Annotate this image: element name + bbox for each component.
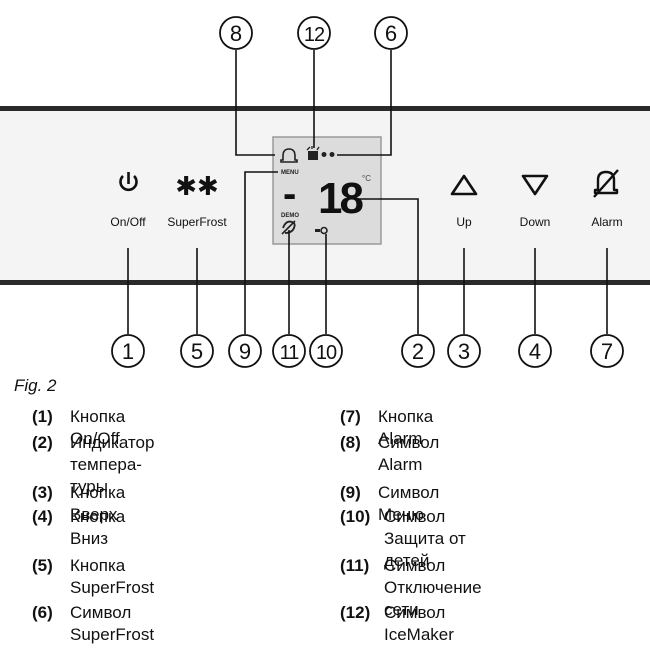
power-off-symbol-icon bbox=[281, 220, 296, 235]
callout-12: 12 bbox=[297, 16, 331, 50]
callout-7: 7 bbox=[590, 334, 624, 368]
svg-text:12: 12 bbox=[304, 24, 325, 46]
superfrost-symbol-icon bbox=[321, 152, 335, 157]
legend-item-6: (6)Символ SuperFrost bbox=[32, 603, 155, 644]
snowflake-pair-icon: ✱✱ bbox=[175, 171, 219, 201]
down-label: Down bbox=[520, 215, 551, 229]
legend-item-9: (9)Символ Меню bbox=[340, 483, 440, 524]
triangle-up-icon bbox=[450, 174, 478, 196]
callout-3: 3 bbox=[447, 334, 481, 368]
svg-text:7: 7 bbox=[601, 339, 613, 364]
svg-text:11: 11 bbox=[280, 342, 300, 364]
callout-10: 10 bbox=[309, 334, 343, 368]
leader-8 bbox=[235, 50, 275, 156]
callout-4: 4 bbox=[518, 334, 552, 368]
svg-text:5: 5 bbox=[191, 339, 203, 364]
legend-item-12: (12)Символ IceMaker bbox=[340, 603, 454, 644]
legend-item-7: (7)Кнопка Alarm bbox=[340, 407, 434, 448]
alarm-symbol-icon bbox=[280, 148, 298, 163]
svg-text:9: 9 bbox=[239, 339, 251, 364]
temperature-sign: - bbox=[283, 172, 296, 216]
callout-2: 2 bbox=[401, 334, 435, 368]
figure-caption: Fig. 2 bbox=[14, 376, 57, 395]
panel-bottom-edge bbox=[0, 280, 650, 285]
alarm-label: Alarm bbox=[591, 215, 622, 229]
temperature-value: 18 bbox=[318, 174, 363, 223]
callout-1: 1 bbox=[111, 334, 145, 368]
temperature-unit: °C bbox=[362, 174, 371, 183]
legend-item-3: (3)Кнопка Вверх bbox=[32, 483, 126, 524]
legend-item-4: (4)Кнопка Вниз bbox=[32, 507, 126, 548]
legend-item-5: (5)Кнопка SuperFrost bbox=[32, 556, 155, 597]
legend-item-8: (8)Символ Alarm bbox=[340, 433, 440, 474]
menu-symbol: MENU bbox=[281, 170, 299, 176]
callout-8: 8 bbox=[219, 16, 253, 50]
legend-item-2: (2)Индикатор темпера- туры bbox=[32, 433, 155, 496]
callout-5: 5 bbox=[180, 334, 214, 368]
legend-item-11: (11)Символ Отключение сети bbox=[340, 556, 482, 619]
onoff-label: On/Off bbox=[110, 215, 146, 229]
leader-6 bbox=[337, 50, 392, 156]
svg-text:2: 2 bbox=[412, 339, 424, 364]
power-icon bbox=[119, 172, 138, 192]
triangle-down-icon bbox=[521, 174, 549, 196]
svg-text:8: 8 bbox=[230, 21, 242, 46]
child-lock-symbol-icon bbox=[315, 226, 328, 235]
callout-6: 6 bbox=[374, 16, 408, 50]
superfrost-button[interactable]: ✱✱ SuperFrost bbox=[167, 171, 227, 229]
svg-text:4: 4 bbox=[529, 339, 541, 364]
svg-text:3: 3 bbox=[458, 339, 470, 364]
svg-text:6: 6 bbox=[385, 21, 397, 46]
onoff-button[interactable]: On/Off bbox=[110, 172, 146, 229]
svg-text:10: 10 bbox=[316, 342, 337, 364]
bell-off-icon bbox=[593, 169, 619, 198]
alarm-button[interactable]: Alarm bbox=[591, 169, 623, 229]
legend-item-10: (10)Символ Защита от детей bbox=[340, 507, 466, 570]
control-panel-diagram: MENU - 18 °C DEMO On/Off ✱✱ SuperFrost U… bbox=[0, 16, 650, 368]
up-label: Up bbox=[456, 215, 472, 229]
callout-11: 11 bbox=[272, 334, 306, 368]
icemaker-symbol-icon bbox=[306, 146, 320, 160]
leader-lines bbox=[127, 50, 608, 334]
up-button[interactable]: Up bbox=[450, 174, 478, 229]
down-button[interactable]: Down bbox=[520, 174, 551, 229]
legend-item-1: (1)Кнопка On/Off bbox=[32, 407, 126, 448]
leader-9 bbox=[244, 171, 278, 334]
panel-top-edge bbox=[0, 106, 650, 111]
demo-label: DEMO bbox=[281, 213, 299, 219]
leader-2 bbox=[358, 198, 419, 334]
svg-text:1: 1 bbox=[122, 339, 134, 364]
superfrost-label: SuperFrost bbox=[167, 215, 227, 229]
callout-9: 9 bbox=[228, 334, 262, 368]
